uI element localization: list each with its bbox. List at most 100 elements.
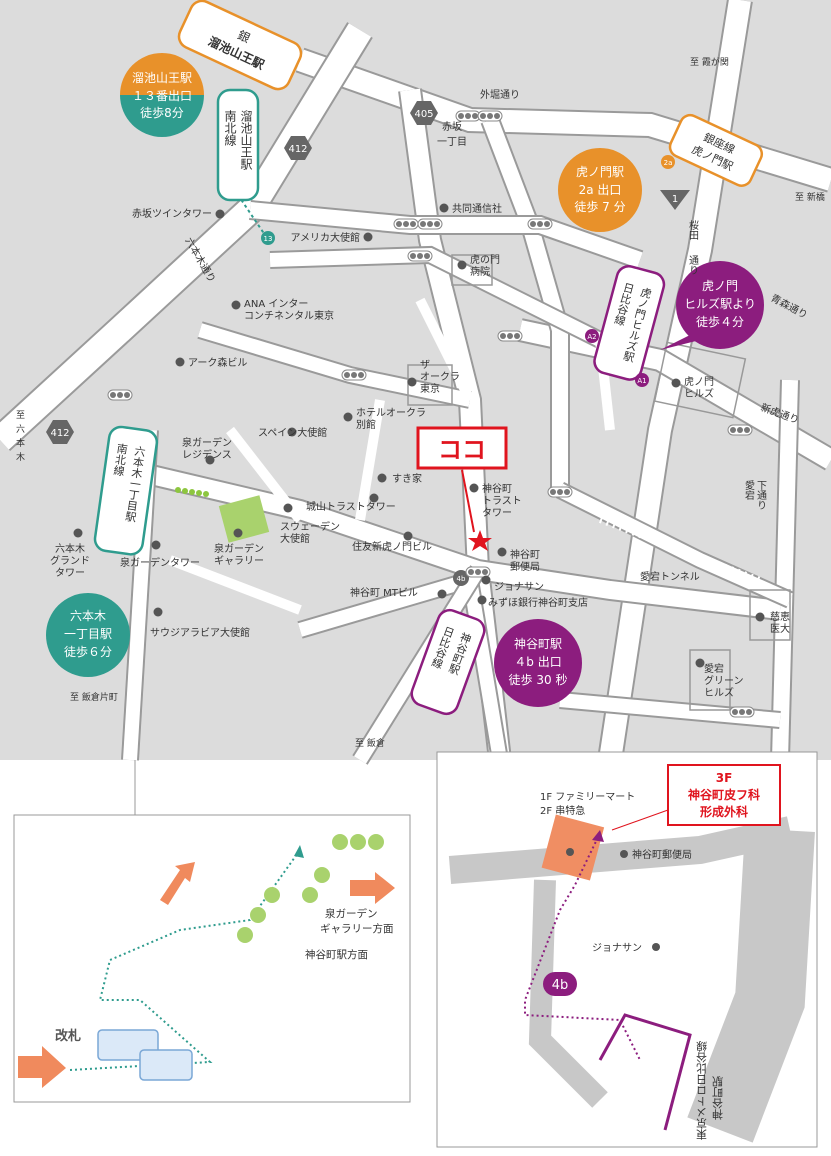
route-412-badge-left: 412 xyxy=(46,420,74,444)
svg-text:13: 13 xyxy=(264,235,273,243)
svg-text:405: 405 xyxy=(414,109,433,120)
poi-dot xyxy=(377,473,387,483)
svg-text:至 新橋: 至 新橋 xyxy=(795,191,825,203)
svg-text:愛宕: 愛宕 xyxy=(743,479,755,501)
poi-label: 城山トラストタワー xyxy=(306,501,396,513)
svg-text:徒歩４分: 徒歩４分 xyxy=(696,314,744,329)
svg-text:赤坂: 赤坂 xyxy=(442,121,462,133)
svg-text:南北線: 南北線 xyxy=(223,109,237,146)
poi-dot xyxy=(153,607,163,617)
svg-text:至 霞が関: 至 霞が関 xyxy=(690,56,729,68)
poi-label: ジョナサン xyxy=(494,581,544,593)
svg-text:外堀通り: 外堀通り xyxy=(480,89,520,101)
poi-dot xyxy=(403,531,413,541)
svg-text:溜池山王駅: 溜池山王駅 xyxy=(239,109,253,171)
svg-text:本: 本 xyxy=(16,437,25,449)
station-inset: 泉ガーデン ギャラリー方面 神谷町駅方面 改札 xyxy=(13,760,411,1103)
familymart-building xyxy=(541,814,605,881)
svg-text:A2: A2 xyxy=(587,333,596,341)
traffic-light-icon xyxy=(455,110,481,122)
poi-dot xyxy=(215,209,225,219)
poi-label: 愛宕 xyxy=(704,662,724,675)
poi-label: 共同通信社 xyxy=(452,202,502,215)
svg-text:ココ: ココ xyxy=(438,436,486,464)
poi-label: 六本木 xyxy=(55,542,85,555)
roppongi1-namboku-label: 南北線 六本木一丁目駅 xyxy=(93,425,159,556)
route-405-badge: 405 xyxy=(410,101,438,125)
tameike-exit-bubble: 溜池山王駅 １３番出口 徒歩8分 xyxy=(120,53,204,137)
poi-layer: 赤坂ツインタワー共同通信社アメリカ大使館虎の門病院ANA インターコンチネンタル… xyxy=(50,202,790,699)
hospital-building xyxy=(451,254,493,286)
poi-dot xyxy=(481,575,491,585)
poi-label: 病院 xyxy=(470,265,490,278)
poi-label: スペイン大使館 xyxy=(258,426,327,439)
tree-row xyxy=(175,487,209,497)
poi-dot xyxy=(437,589,447,599)
svg-text:１３番出口: １３番出口 xyxy=(132,89,192,103)
traffic-light-icon xyxy=(727,424,753,436)
svg-text:神谷町駅方面: 神谷町駅方面 xyxy=(305,948,368,961)
poi-label: 神谷町 xyxy=(510,548,540,561)
svg-text:412: 412 xyxy=(288,144,307,155)
exit-13-badge: 13 xyxy=(261,231,275,245)
atago-green-building xyxy=(689,649,731,711)
poi-dot xyxy=(671,378,681,388)
svg-text:1F ファミリーマート: 1F ファミリーマート xyxy=(540,792,635,803)
poi-label: アメリカ大使館 xyxy=(291,231,361,244)
poi-label: 大使館 xyxy=(280,532,310,545)
traffic-light-icon xyxy=(547,486,573,498)
exit-inset: 4b 1F ファミリーマート 2F 串特急 神谷町郵便局 ジョナサン 神谷町駅 … xyxy=(436,751,818,1148)
poi-dot xyxy=(233,528,243,538)
poi-label: ギャラリー xyxy=(214,555,264,567)
svg-text:至 飯倉片町: 至 飯倉片町 xyxy=(70,691,118,703)
tameike-ginza-label: 銀 溜池山王駅 xyxy=(177,0,303,91)
poi-label: グランド xyxy=(50,554,90,567)
poi-dot xyxy=(369,493,379,503)
traffic-light-icon xyxy=(527,218,553,230)
poi-dot xyxy=(407,377,417,387)
poi-dot xyxy=(343,412,353,422)
toranomon-ginza-label: 銀座線 虎ノ門駅 xyxy=(668,113,764,187)
traffic-light-icon xyxy=(407,250,433,262)
poi-label: コンチネンタル東京 xyxy=(244,309,334,322)
poi-label: 神谷町 MTビル xyxy=(350,586,418,599)
kamiyacho-hibiya-label: 日比谷線 神谷町駅 xyxy=(410,608,486,716)
poi-label: 赤坂ツインタワー xyxy=(132,208,212,220)
poi-label: ホテルオークラ xyxy=(356,407,426,419)
traffic-light-icon xyxy=(465,566,491,578)
traffic-lights xyxy=(107,110,755,718)
poi-label: 郵便局 xyxy=(510,560,540,573)
poi-dot xyxy=(175,357,185,367)
poi-label: サウジアラビア大使館 xyxy=(150,626,250,639)
svg-text:改札: 改札 xyxy=(55,1028,81,1044)
poi-label: 神谷町 xyxy=(482,482,512,495)
svg-text:溜池山王駅: 溜池山王駅 xyxy=(132,70,192,85)
traffic-light-icon xyxy=(417,218,443,230)
poi-label: アーク森ビル xyxy=(188,356,247,369)
jikei-building xyxy=(749,589,791,641)
svg-text:虎ノ門駅: 虎ノ門駅 xyxy=(576,165,624,179)
poi-dot xyxy=(73,528,83,538)
arrow-icon xyxy=(160,862,195,905)
exit-a2-badge: A2 xyxy=(585,329,599,343)
svg-text:下通り: 下通り xyxy=(755,480,767,510)
poi-label: ヒルズ xyxy=(684,387,714,400)
poi-label: ANA インター xyxy=(244,298,308,310)
poi-dot xyxy=(469,483,479,493)
traffic-light-icon xyxy=(107,389,133,401)
exit-a1-badge: A1 xyxy=(635,373,649,387)
poi-label: みずほ銀行神谷町支店 xyxy=(488,596,588,609)
poi-dot xyxy=(363,232,373,242)
svg-text:ジョナサン: ジョナサン xyxy=(592,942,642,954)
tameike-namboku-label: 南北線 溜池山王駅 xyxy=(216,88,260,202)
traffic-light-icon xyxy=(393,218,419,230)
traffic-light-icon xyxy=(729,706,755,718)
svg-text:一丁目: 一丁目 xyxy=(437,137,467,148)
route-412-badge-top: 412 xyxy=(284,136,312,160)
svg-text:六本木: 六本木 xyxy=(70,609,106,623)
traffic-light-icon xyxy=(477,110,503,122)
poi-label: ザ xyxy=(420,359,430,371)
poi-label: 慈恵 xyxy=(770,610,790,623)
poi-label: 泉ガーデンタワー xyxy=(120,556,200,569)
